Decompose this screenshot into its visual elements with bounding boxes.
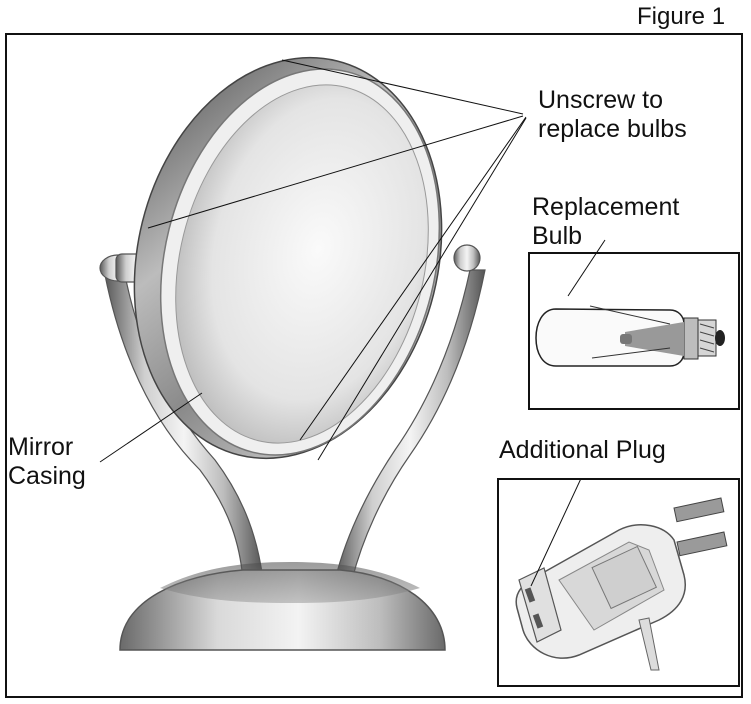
bulb-illustration	[535, 305, 725, 367]
replacement-bulb-callout: Replacement Bulb	[532, 193, 679, 251]
unscrew-callout-line-1: Unscrew to	[538, 86, 664, 114]
additional-plug-callout: Additional Plug	[499, 436, 666, 464]
figure-frame	[5, 33, 743, 698]
figure-label: Figure 1	[637, 3, 726, 30]
bulb-inset	[528, 252, 740, 410]
plug-illustration	[515, 471, 728, 671]
plug-inset	[497, 471, 740, 687]
mirror-casing-line-1: Mirror	[8, 433, 74, 461]
replacement-bulb-line-1: Replacement	[532, 193, 680, 221]
mirror-casing-callout: Mirror Casing	[8, 433, 86, 491]
unscrew-callout-line-2: replace bulbs	[538, 115, 687, 143]
unscrew-callout: Unscrew to replace bulbs	[538, 86, 687, 144]
mirror-casing-line-2: Casing	[8, 462, 86, 490]
replacement-bulb-line-2: Bulb	[532, 222, 583, 250]
